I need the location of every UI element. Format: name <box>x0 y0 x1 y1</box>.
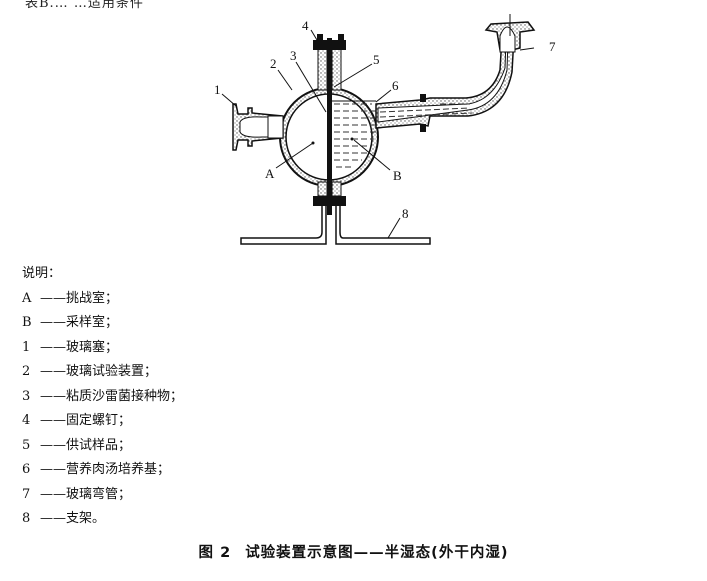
legend: 说明： A——挑战室； B——采样室； 1——玻璃塞； 2——玻璃试验装置； 3… <box>22 262 183 532</box>
stand <box>240 206 431 245</box>
glass-stopper <box>232 103 284 151</box>
legend-item: 2——玻璃试验装置； <box>22 364 158 379</box>
legend-item: 5——供试样品； <box>22 437 132 453</box>
bottom-clamp <box>313 181 346 206</box>
legend-item: A——挑战室； <box>22 290 119 306</box>
top-clamp <box>313 34 346 91</box>
legend-item: 8——支架。 <box>22 511 106 526</box>
legend-item: 1——玻璃塞； <box>22 339 119 355</box>
label-2: 2 <box>270 56 277 71</box>
legend-item: 6——营养肉汤培养基； <box>22 462 171 477</box>
sample-divider <box>327 38 332 215</box>
label-7: 7 <box>549 39 556 54</box>
test-apparatus-diagram: 1 2 3 4 5 6 7 8 A B <box>214 14 556 245</box>
nutrient-broth-liquid <box>332 100 376 168</box>
figure-caption: 图 2 试验装置示意图——半湿态(外干内湿) <box>0 541 707 562</box>
glass-bent-tube <box>375 14 536 132</box>
label-5: 5 <box>373 52 380 67</box>
figure-number: 图 2 <box>198 545 232 561</box>
label-8: 8 <box>402 206 409 221</box>
legend-item: B——采样室； <box>22 315 119 330</box>
legend-heading: 说明： <box>22 266 62 281</box>
leader-lines <box>221 29 535 239</box>
legend-item: 3——粘质沙雷菌接种物； <box>22 388 184 404</box>
legend-item: 7——玻璃弯管； <box>22 486 132 502</box>
cut-off-header-text: 表B.… …适用条件 <box>25 0 144 11</box>
label-1: 1 <box>214 82 221 97</box>
legend-item: 4——固定螺钉； <box>22 413 132 428</box>
label-4: 4 <box>302 18 309 33</box>
label-6: 6 <box>392 78 399 93</box>
figure-title: 试验装置示意图——半湿态(外干内湿) <box>245 545 509 561</box>
label-3: 3 <box>290 48 297 63</box>
label-A: A <box>265 166 275 181</box>
label-B: B <box>393 168 402 183</box>
